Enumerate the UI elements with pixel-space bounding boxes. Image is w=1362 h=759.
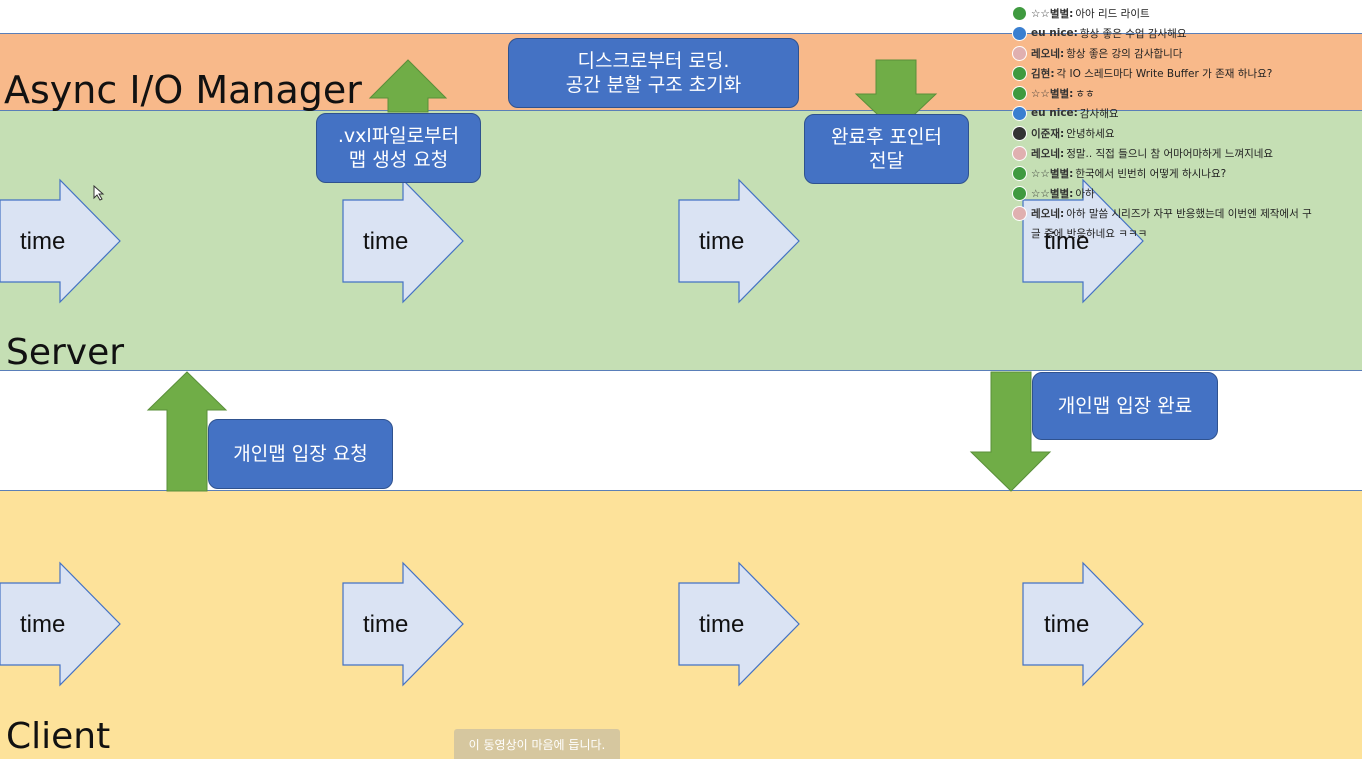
- chat-message: 이준재:안녕하세요: [1010, 123, 1350, 143]
- like-toast: 이 동영상이 마음에 듭니다.: [454, 729, 620, 759]
- chat-author: ☆☆별별:: [1031, 7, 1074, 20]
- client-time-arrow-4: [1022, 561, 1144, 687]
- client-lane-label: Client: [6, 716, 111, 757]
- chat-author: 레오네:: [1031, 47, 1065, 60]
- chat-message: 레오네:정말.. 직접 들으니 참 어마어마하게 느껴지네요: [1010, 143, 1350, 163]
- chat-author: ☆☆별별:: [1031, 167, 1074, 180]
- client-time-arrow-3: [678, 561, 800, 687]
- avatar: [1012, 125, 1027, 141]
- time-label: time: [699, 611, 745, 638]
- chat-message: ☆☆별별:아아 리드 라이트: [1010, 3, 1350, 23]
- server-time-arrow-4: [1022, 178, 1144, 304]
- chat-text: 글 중에 반응하네요 ㅋㅋㅋ: [1031, 227, 1148, 240]
- avatar: [1012, 85, 1027, 101]
- client-time-arrow-1: [0, 561, 121, 687]
- time-label: time: [363, 228, 409, 255]
- chat-message: 레오네:항상 좋은 강의 감사합니다: [1010, 43, 1350, 63]
- vxl-map-request-box: .vxl파일로부터 맵 생성 요청: [316, 113, 481, 183]
- chat-text: 항상 좋은 수업 감사해요: [1079, 27, 1187, 40]
- down-arrow-server-to-client: [969, 371, 1052, 492]
- time-label: time: [1044, 611, 1090, 638]
- chat-author: 레오네:: [1031, 147, 1065, 160]
- chat-message: eu nice:감사해요: [1010, 103, 1350, 123]
- avatar: [1012, 165, 1027, 181]
- chat-message: 레오네:아하 말씀 시리즈가 자꾸 반응했는데 이번엔 제작에서 구: [1010, 203, 1350, 223]
- mouse-cursor-icon: [93, 185, 105, 201]
- disk-load-box: 디스크로부터 로딩. 공간 분할 구조 초기화: [508, 38, 799, 108]
- chat-text: 아아 리드 라이트: [1075, 7, 1150, 20]
- avatar: [1012, 185, 1027, 201]
- chat-text: 아하: [1075, 187, 1095, 200]
- chat-message: ☆☆별별:한국에서 빈번히 어떻게 하시나요?: [1010, 163, 1350, 183]
- chat-text: 한국에서 빈번히 어떻게 하시나요?: [1075, 167, 1227, 180]
- time-label: time: [20, 611, 66, 638]
- avatar: [1012, 145, 1027, 161]
- chat-text: 정말.. 직접 들으니 참 어마어마하게 느껴지네요: [1066, 147, 1274, 160]
- avatar: [1012, 105, 1027, 121]
- map-enter-complete-box: 개인맵 입장 완료: [1032, 372, 1218, 440]
- server-lane-label: Server: [6, 332, 125, 373]
- chat-author: eu nice:: [1031, 27, 1078, 39]
- avatar: [1012, 25, 1027, 41]
- client-time-arrow-2: [342, 561, 464, 687]
- chat-message: 김현:각 IO 스레드마다 Write Buffer 가 존재 하나요?: [1010, 63, 1350, 83]
- server-time-arrow-3: [678, 178, 800, 304]
- pointer-pass-box: 완료후 포인터 전달: [804, 114, 969, 184]
- chat-author: ☆☆별별:: [1031, 187, 1074, 200]
- chat-author: 김현:: [1031, 67, 1055, 80]
- time-label: time: [1044, 228, 1090, 255]
- avatar: [1012, 65, 1027, 81]
- server-time-arrow-2: [342, 178, 464, 304]
- chat-message: ☆☆별별:ㅎㅎ: [1010, 83, 1350, 103]
- up-arrow-client-to-server: [146, 371, 228, 492]
- avatar: [1012, 205, 1027, 221]
- time-label: time: [20, 228, 66, 255]
- down-arrow-aio-to-server: [854, 59, 938, 133]
- chat-author: 레오네:: [1031, 207, 1065, 220]
- avatar: [1012, 45, 1027, 61]
- chat-text: 감사해요: [1079, 107, 1119, 120]
- avatar: [1012, 5, 1027, 21]
- chat-author: eu nice:: [1031, 107, 1078, 119]
- time-label: time: [363, 611, 409, 638]
- chat-text: 항상 좋은 강의 감사합니다: [1066, 47, 1183, 60]
- chat-text: ㅎㅎ: [1075, 87, 1095, 100]
- chat-text: 아하 말씀 시리즈가 자꾸 반응했는데 이번엔 제작에서 구: [1066, 207, 1312, 220]
- chat-text: 각 IO 스레드마다 Write Buffer 가 존재 하나요?: [1056, 67, 1273, 80]
- map-enter-request-box: 개인맵 입장 요청: [208, 419, 393, 489]
- chat-text: 안녕하세요: [1066, 127, 1115, 140]
- up-arrow-server-to-aio: [368, 59, 448, 113]
- time-label: time: [699, 228, 745, 255]
- chat-message: ☆☆별별:아하: [1010, 183, 1350, 203]
- server-time-arrow-1: [0, 178, 121, 304]
- chat-message: 글 중에 반응하네요 ㅋㅋㅋ: [1010, 223, 1350, 241]
- chat-message: eu nice:항상 좋은 수업 감사해요: [1010, 23, 1350, 43]
- async-io-lane-label: Async I/O Manager: [4, 68, 362, 112]
- chat-author: 이준재:: [1031, 127, 1065, 140]
- chat-author: ☆☆별별:: [1031, 87, 1074, 100]
